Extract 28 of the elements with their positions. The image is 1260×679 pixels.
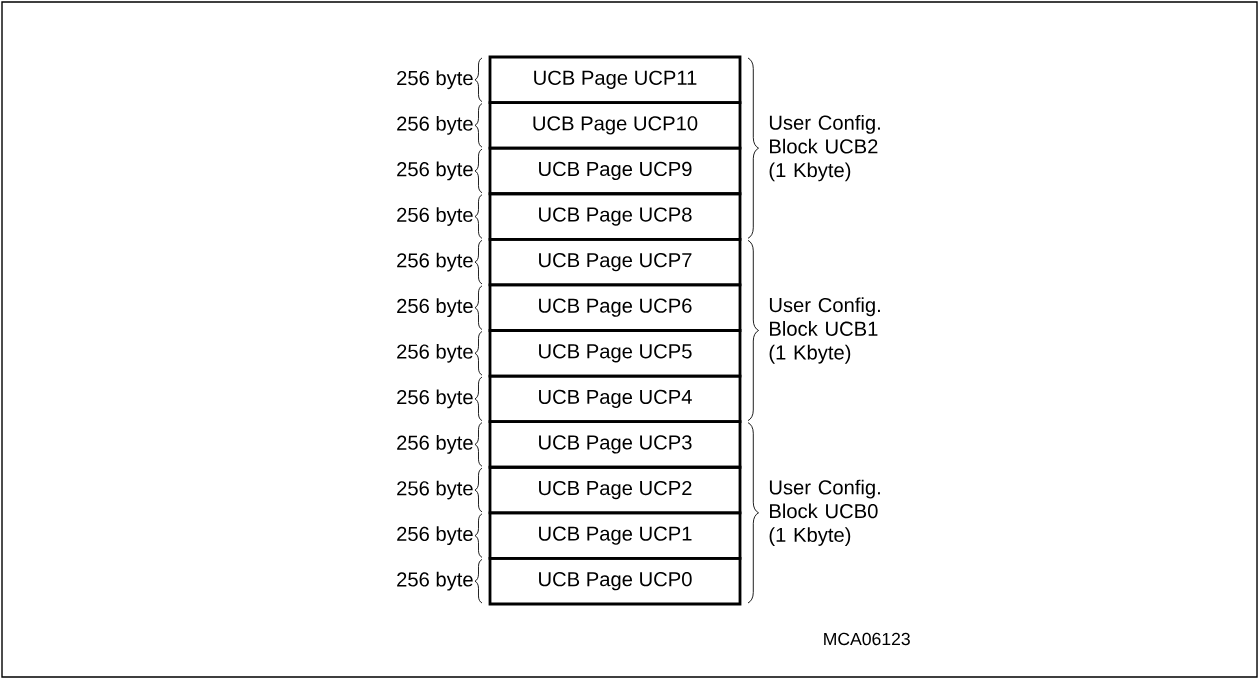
size-label: 256 byte (397, 252, 473, 272)
size-label: 256 byte (397, 161, 473, 181)
page-box: UCB Page UCP9 (488, 146, 742, 196)
size-label: 256 byte (397, 207, 473, 226)
size-label: 256 byte (397, 70, 473, 90)
size-label: 256 byte (397, 526, 473, 546)
size-label: 256 byte (397, 343, 473, 363)
figure-code: MCA06123 (824, 632, 910, 646)
block-label: User Config. Block UCB0 (1 Kbyte) (769, 479, 880, 546)
page-box: UCB Page UCP2 (488, 465, 742, 515)
size-label: 256 byte (397, 571, 473, 591)
size-label: 256 byte (397, 435, 473, 454)
page-box: UCB Page UCP6 (488, 283, 742, 332)
size-label: 256 byte (397, 115, 473, 135)
page-box: UCB Page UCP7 (488, 237, 742, 287)
page-box: UCB Page UCP11 (488, 55, 742, 104)
page-box: UCB Page UCP5 (488, 329, 742, 378)
size-label: 256 byte (397, 298, 473, 318)
block-label: User Config. Block UCB2 (1 Kbyte) (769, 115, 880, 182)
page-box: UCB Page UCP3 (488, 420, 742, 469)
page-box: UCB Page UCP10 (488, 101, 742, 150)
page-box: UCB Page UCP4 (488, 374, 742, 424)
size-label: 256 byte (397, 480, 473, 500)
page-box: UCB Page UCP1 (488, 511, 742, 560)
page-box: UCB Page UCP8 (488, 192, 742, 241)
page-box: UCB Page UCP0 (488, 557, 742, 606)
size-label: 256 byte (397, 389, 473, 409)
block-label: User Config. Block UCB1 (1 Kbyte) (769, 297, 880, 364)
